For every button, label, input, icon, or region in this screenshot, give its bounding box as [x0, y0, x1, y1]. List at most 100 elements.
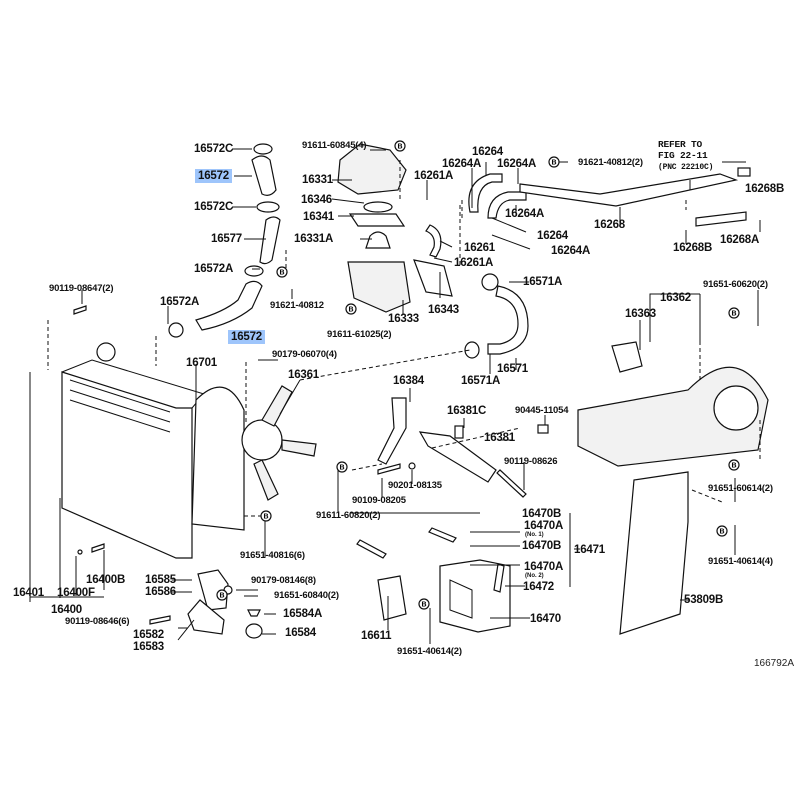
- label-91651-40614-2[interactable]: 91651-40614(2): [397, 646, 462, 657]
- label-91611-60845[interactable]: 91611-60845(4): [302, 140, 367, 151]
- label-16585[interactable]: 16585: [145, 574, 176, 586]
- label-16264A-d[interactable]: 16264A: [551, 245, 591, 257]
- radiator-16400[interactable]: [61, 371, 193, 559]
- reservoir-tank-16470[interactable]: [439, 559, 511, 633]
- label-91651-60614[interactable]: 91651-60614(2): [708, 483, 773, 494]
- hose-16264-mid[interactable]: [487, 191, 527, 219]
- label-16572-bottom-highlighted[interactable]: 16572: [228, 330, 265, 344]
- bolt-90119-08626[interactable]: [496, 469, 527, 498]
- label-91621-40812[interactable]: 91621-40812: [270, 300, 324, 311]
- fan-hub[interactable]: [241, 419, 283, 461]
- label-16264A-a[interactable]: 16264A: [442, 158, 482, 170]
- label-91611-61025[interactable]: 91611-61025(2): [327, 329, 392, 340]
- label-16261A-bottom[interactable]: 16261A: [454, 257, 494, 269]
- label-16571A-bottom[interactable]: 16571A: [461, 375, 501, 387]
- label-90201-08135[interactable]: 90201-08135: [388, 480, 442, 491]
- hose-16572-bottom[interactable]: [195, 280, 263, 331]
- label-90119-08647[interactable]: 90119-08647(2): [49, 283, 114, 294]
- label-16361[interactable]: 16361: [288, 369, 319, 381]
- label-91621-40812-2[interactable]: 91621-40812(2): [578, 157, 643, 168]
- label-16582[interactable]: 16582: [133, 629, 164, 641]
- gasket-16346[interactable]: [363, 201, 393, 213]
- hose-clamp-16572C-mid[interactable]: [256, 201, 280, 213]
- bracket-16381[interactable]: [418, 431, 497, 483]
- label-16401[interactable]: 16401: [13, 587, 44, 599]
- label-16470A-no2[interactable]: 16470A: [524, 561, 564, 573]
- label-16584[interactable]: 16584: [285, 627, 316, 639]
- label-16470B-a[interactable]: 16470B: [522, 508, 562, 520]
- label-91651-60840[interactable]: 91651-60840(2): [274, 590, 339, 601]
- drain-cock-16400B[interactable]: [91, 543, 105, 553]
- hose-16470A-no1[interactable]: [356, 539, 387, 559]
- clip-16381C[interactable]: [454, 425, 464, 439]
- hose-16268A[interactable]: [695, 211, 747, 227]
- cover-53809B[interactable]: [619, 471, 689, 635]
- label-16341[interactable]: 16341: [303, 211, 334, 223]
- cushion-16584A[interactable]: [247, 609, 261, 617]
- label-16400F[interactable]: 16400F: [57, 587, 95, 599]
- label-91651-60620[interactable]: 91651-60620(2): [703, 279, 768, 290]
- label-16472[interactable]: 16472: [523, 581, 554, 593]
- gasket-16343[interactable]: [413, 259, 453, 297]
- label-90445-11054[interactable]: 90445-11054: [515, 405, 569, 416]
- label-16583[interactable]: 16583: [133, 641, 164, 653]
- label-16584A[interactable]: 16584A: [283, 608, 323, 620]
- hose-16572-top[interactable]: [251, 155, 277, 196]
- label-16470A-no1[interactable]: 16470A: [524, 520, 564, 532]
- bracket-16611[interactable]: [377, 575, 407, 621]
- water-outlet-16331[interactable]: [337, 143, 407, 195]
- label-90119-08626[interactable]: 90119-08626: [504, 456, 558, 467]
- support-16582[interactable]: [187, 599, 225, 635]
- label-16611[interactable]: 16611: [361, 630, 392, 642]
- fan-shroud-16701[interactable]: [191, 386, 245, 531]
- label-91651-40614-4[interactable]: 91651-40614(4): [708, 556, 773, 567]
- hose-clamp-16571A-top[interactable]: [481, 273, 499, 291]
- label-91651-40816[interactable]: 91651-40816(6): [240, 550, 305, 561]
- bolt-90109-08205[interactable]: [377, 463, 401, 475]
- label-16586[interactable]: 16586: [145, 586, 176, 598]
- hose-clamp-16572A-left[interactable]: [168, 322, 184, 338]
- pipe-16577[interactable]: [259, 216, 281, 265]
- housing-16333[interactable]: [347, 261, 411, 313]
- washer-90201-08135[interactable]: [408, 462, 416, 470]
- label-16384[interactable]: 16384: [393, 375, 424, 387]
- label-16346[interactable]: 16346: [301, 194, 332, 206]
- label-90179-08146[interactable]: 90179-08146(8): [251, 575, 316, 586]
- label-16470B-b[interactable]: 16470B: [522, 540, 562, 552]
- label-16331A[interactable]: 16331A: [294, 233, 334, 245]
- label-16400[interactable]: 16400: [51, 604, 82, 616]
- pipe-16268[interactable]: [519, 173, 739, 207]
- thermostat-16331A[interactable]: [365, 231, 391, 249]
- bolt-90119-08647[interactable]: [73, 305, 87, 315]
- label-16571[interactable]: 16571: [497, 363, 528, 375]
- label-16572C-mid[interactable]: 16572C: [194, 201, 234, 213]
- label-16400B[interactable]: 16400B: [86, 574, 126, 586]
- label-16261A-top[interactable]: 16261A: [414, 170, 454, 182]
- bracket-16384[interactable]: [377, 397, 407, 465]
- label-16268A[interactable]: 16268A: [720, 234, 760, 246]
- hose-clamp-16572A[interactable]: [244, 265, 264, 277]
- label-16572A-left[interactable]: 16572A: [160, 296, 200, 308]
- refer-line-2[interactable]: FIG 22-11: [658, 150, 708, 161]
- label-16261[interactable]: 16261: [464, 242, 495, 254]
- label-16333[interactable]: 16333: [388, 313, 419, 325]
- label-16701[interactable]: 16701: [186, 357, 217, 369]
- label-16470[interactable]: 16470: [530, 613, 561, 625]
- label-91611-60820[interactable]: 91611-60820(2): [316, 510, 381, 521]
- label-16264-mid[interactable]: 16264: [537, 230, 568, 242]
- label-16363[interactable]: 16363: [625, 308, 656, 320]
- label-16577[interactable]: 16577: [211, 233, 242, 245]
- label-16268B-b[interactable]: 16268B: [673, 242, 713, 254]
- label-16572-top-highlighted[interactable]: 16572: [195, 169, 232, 183]
- label-16381C[interactable]: 16381C: [447, 405, 487, 417]
- label-16264A-c[interactable]: 16264A: [505, 208, 545, 220]
- label-16268B-a[interactable]: 16268B: [745, 183, 785, 195]
- motor-16363[interactable]: [611, 341, 643, 373]
- hose-clamp-16572C-top[interactable]: [253, 143, 273, 155]
- label-16268[interactable]: 16268: [594, 219, 625, 231]
- nut-90445-11054[interactable]: [537, 424, 549, 434]
- label-16572C-top[interactable]: 16572C: [194, 143, 234, 155]
- label-16331[interactable]: 16331: [302, 174, 333, 186]
- gasket-16341[interactable]: [348, 213, 406, 227]
- fan-blades-16361[interactable]: [253, 385, 317, 501]
